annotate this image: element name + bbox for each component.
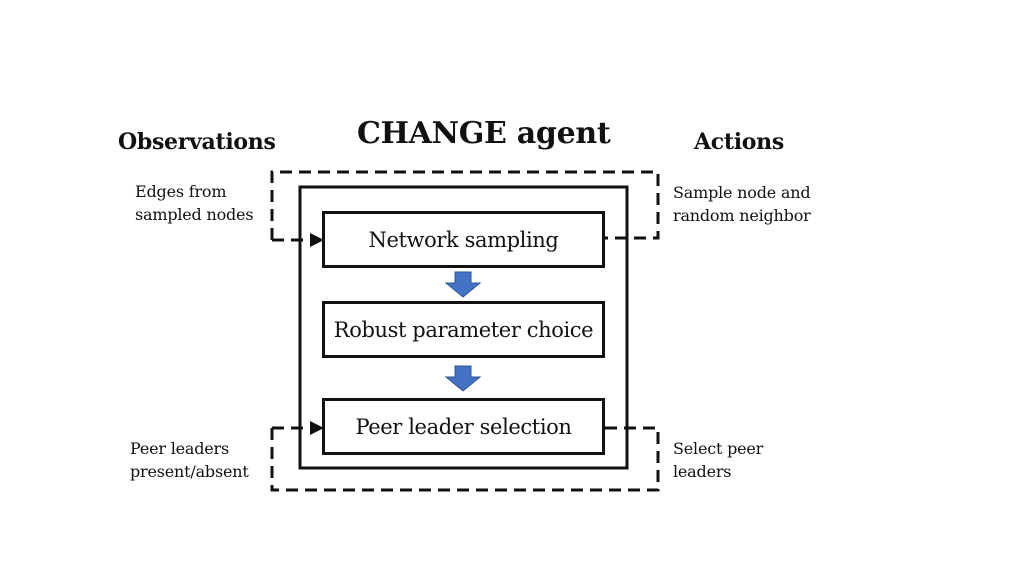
observation-top-line-1: Edges from	[135, 182, 227, 201]
bottom-dashed-loop	[270, 426, 660, 492]
observation-top-line-2: sampled nodes	[135, 205, 254, 224]
diagram-title: CHANGE agent	[357, 116, 611, 151]
top-dashed-loop	[270, 170, 660, 240]
bottom-observation-arrowhead	[310, 421, 324, 435]
action-bottom-line-2: leaders	[673, 462, 732, 481]
stage-robust-parameter-choice: Robust parameter choice	[322, 301, 605, 358]
stage-peer-leader-selection: Peer leader selection	[322, 398, 605, 455]
observation-top-text: Edges from sampled nodes	[135, 180, 254, 226]
flow-arrow-1	[444, 271, 482, 298]
action-top-line-2: random neighbor	[673, 206, 811, 225]
observation-bottom-line-1: Peer leaders	[130, 439, 230, 458]
action-bottom-text: Select peer leaders	[673, 437, 763, 483]
action-top-line-1: Sample node and	[673, 183, 811, 202]
top-observation-arrowhead	[310, 233, 324, 247]
observation-bottom-text: Peer leaders present/absent	[130, 437, 249, 483]
action-top-text: Sample node and random neighbor	[673, 181, 811, 227]
agent-box	[298, 185, 629, 470]
stage-network-sampling: Network sampling	[322, 211, 605, 268]
flow-arrow-2	[444, 365, 482, 392]
action-bottom-line-1: Select peer	[673, 439, 764, 458]
observations-heading: Observations	[118, 129, 276, 155]
actions-heading: Actions	[694, 129, 784, 155]
observation-bottom-line-2: present/absent	[130, 462, 249, 481]
